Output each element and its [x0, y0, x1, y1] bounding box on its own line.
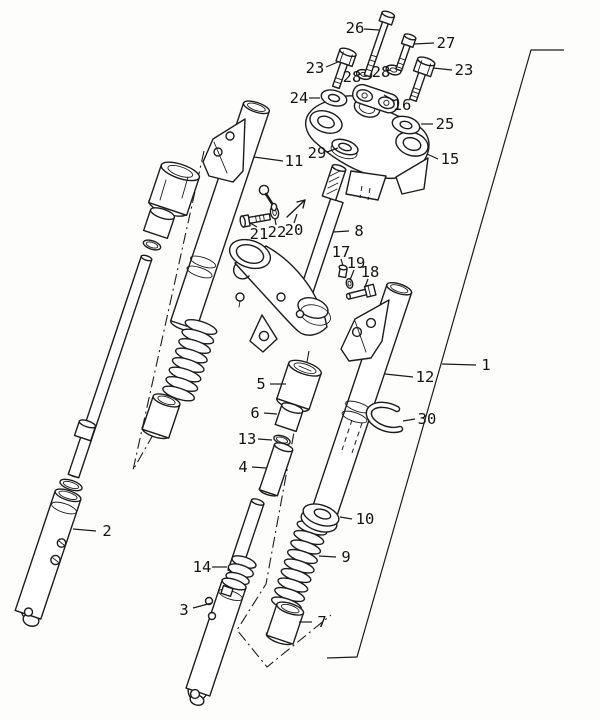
callout-14: 14	[193, 558, 212, 576]
part-oring-leg-left	[59, 478, 83, 492]
leader-line-6	[263, 412, 278, 415]
leader-line-20	[293, 213, 298, 224]
part-18-bolt	[345, 283, 377, 300]
leader-line-30	[402, 418, 416, 422]
callout-27: 27	[437, 34, 456, 52]
callout-23-left: 23	[306, 59, 325, 77]
callout-1: 1	[481, 356, 490, 374]
callout-26: 26	[346, 19, 365, 37]
part-oring-left	[142, 239, 162, 251]
callout-28-left: 28	[343, 68, 362, 86]
callout-8: 8	[354, 222, 363, 240]
callout-20: 20	[285, 221, 304, 239]
part-23-bolt-left	[331, 47, 357, 90]
part-21-bolt	[239, 213, 272, 228]
callout-18: 18	[361, 263, 380, 281]
callout-12: 12	[416, 368, 435, 386]
part-25-washer	[391, 115, 421, 135]
part-damper-rod-left	[67, 254, 153, 479]
part-4-piston	[258, 442, 294, 497]
callout-4: 4	[238, 458, 247, 476]
leader-line-13	[257, 438, 273, 441]
callout-17: 17	[332, 243, 351, 261]
part-cup-left	[141, 393, 181, 440]
callout-21: 21	[250, 225, 269, 243]
leader-line-29	[326, 147, 339, 153]
part-27-bolt	[395, 33, 417, 72]
callout-6: 6	[250, 404, 259, 422]
leader-line-4	[251, 466, 267, 469]
callout-13: 13	[238, 430, 257, 448]
part-23-bolt-right	[408, 56, 436, 102]
part-10-spring-seat	[300, 503, 340, 533]
leader-line-15	[426, 153, 439, 160]
part-6-bushing	[274, 402, 304, 433]
part-spring-left	[162, 318, 218, 402]
part-29-dust-seal	[330, 138, 359, 160]
leader-line-17	[340, 258, 344, 267]
leader-line-11	[253, 156, 284, 162]
part-fork-cap-left	[147, 161, 201, 217]
leader-line-2	[72, 528, 97, 532]
part-2-outer-tube-left	[14, 488, 82, 627]
callout-28-right: 28	[372, 63, 391, 81]
callout-29: 29	[308, 144, 327, 162]
assembly-bracket	[326, 49, 564, 659]
part-lower-crown	[228, 238, 331, 353]
part-bushing-left	[142, 207, 176, 240]
part-11-inner-tube-left	[170, 100, 270, 332]
callout-7: 7	[317, 613, 326, 631]
leader-line-26	[363, 28, 380, 31]
callout-24: 24	[290, 89, 309, 107]
callout-22: 22	[268, 223, 287, 241]
callout-15: 15	[441, 150, 460, 168]
part-14-seal-set	[225, 555, 257, 586]
leader-line-8	[332, 230, 350, 233]
leader-line-9	[318, 555, 337, 558]
callout-11: 11	[285, 152, 304, 170]
callout-10: 10	[356, 510, 375, 528]
leader-line-23-left	[325, 61, 339, 68]
part-26-bolt	[363, 10, 396, 78]
leader-line-28-right	[386, 69, 391, 72]
part-30-clip	[365, 401, 404, 434]
leader-line-12	[384, 373, 414, 378]
part-19-washer	[345, 278, 354, 289]
callout-30: 30	[418, 410, 437, 428]
part-8-steering-stem	[298, 163, 347, 299]
part-20-lever	[258, 184, 306, 218]
leader-line-22	[274, 218, 277, 226]
part-9-spring	[270, 520, 328, 612]
leader-line-18	[364, 278, 369, 288]
leader-line-10	[339, 516, 353, 520]
leader-line-21	[249, 222, 258, 228]
leader-line-27	[413, 42, 435, 45]
callout-3: 3	[179, 601, 188, 619]
part-24-washer	[320, 89, 348, 107]
leader-line-1	[441, 363, 477, 366]
leader-line-16	[383, 94, 396, 102]
callout-23-right: 23	[455, 61, 474, 79]
callout-19: 19	[347, 254, 366, 272]
callout-25: 25	[436, 115, 455, 133]
leader-line-19	[349, 269, 355, 281]
callout-16: 16	[393, 96, 412, 114]
leader-line-3	[192, 602, 213, 609]
leader-line-28-left	[357, 73, 362, 76]
callout-5: 5	[256, 375, 265, 393]
part-7-cup	[265, 601, 305, 646]
part-3-outer-tube-right	[185, 577, 247, 706]
callout-9: 9	[341, 548, 350, 566]
callout-2: 2	[102, 522, 111, 540]
leader-line-23-right	[432, 67, 453, 71]
